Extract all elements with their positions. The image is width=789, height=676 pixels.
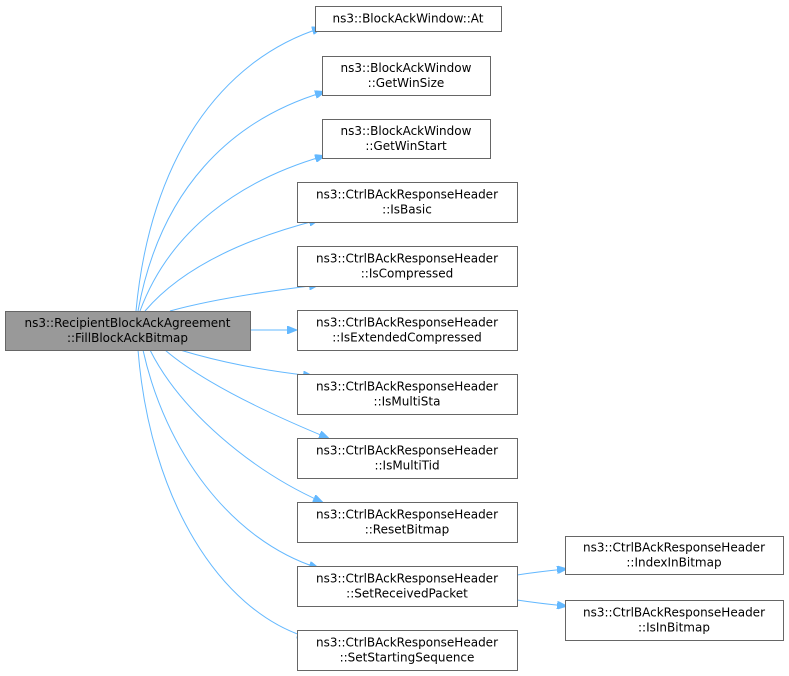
node-label-line: ns3::CtrlBAckResponseHeader (583, 606, 765, 620)
edge-root-n5 (169, 285, 318, 312)
node-label-line: ::SetStartingSequence (340, 651, 475, 665)
nodes-layer: ns3::RecipientBlockAckAgreement::FillBlo… (5, 6, 784, 671)
edge-root-n7 (179, 349, 312, 376)
node-n9[interactable]: ns3::CtrlBAckResponseHeader::ResetBitmap (297, 502, 518, 543)
edge-root-n9 (149, 349, 322, 502)
edge-root-n4 (144, 220, 318, 312)
node-label-line: ns3::CtrlBAckResponseHeader (316, 252, 498, 266)
edge-root-n3 (139, 156, 324, 312)
node-n1[interactable]: ns3::BlockAckWindow::At (315, 6, 502, 32)
root-node[interactable]: ns3::RecipientBlockAckAgreement::FillBlo… (5, 311, 251, 351)
node-label-line: ::IsExtendedCompressed (332, 331, 481, 345)
node-label-line: ns3::CtrlBAckResponseHeader (316, 508, 498, 522)
node-label-line: ns3::CtrlBAckResponseHeader (316, 316, 498, 330)
node-label-line: ::GetWinStart (365, 139, 447, 153)
node-box (297, 310, 518, 351)
node-label-line: ::IsInBitmap (638, 621, 710, 635)
node-label-line: ns3::RecipientBlockAckAgreement (25, 316, 231, 330)
node-box (297, 246, 518, 287)
node-label-line: ::FillBlockAckBitmap (67, 331, 188, 345)
node-label-line: ns3::CtrlBAckResponseHeader (583, 541, 765, 555)
node-box (297, 502, 518, 543)
node-label-line: ::GetWinSize (368, 76, 445, 90)
node-label-line: ::IsBasic (382, 203, 432, 217)
edge-n10-n13 (516, 599, 566, 606)
node-label-line: ns3::BlockAckWindow::At (332, 12, 483, 26)
node-label-line: ns3::CtrlBAckResponseHeader (316, 572, 498, 586)
node-n3[interactable]: ns3::BlockAckWindow::GetWinStart (322, 119, 491, 159)
node-label-line: ::ResetBitmap (365, 523, 450, 537)
edge-root-n11 (137, 349, 306, 637)
node-n11[interactable]: ns3::CtrlBAckResponseHeader::SetStarting… (297, 630, 518, 671)
edge-root-n8 (164, 349, 328, 438)
edge-root-n10 (142, 349, 318, 568)
node-label-line: ns3::CtrlBAckResponseHeader (316, 636, 498, 650)
node-label-line: ns3::CtrlBAckResponseHeader (316, 444, 498, 458)
node-label-line: ::IsMultiSta (374, 395, 441, 409)
node-box (297, 182, 518, 223)
node-n7[interactable]: ns3::CtrlBAckResponseHeader::IsMultiSta (297, 374, 518, 415)
node-box (297, 438, 518, 479)
node-label-line: ns3::BlockAckWindow (341, 124, 472, 138)
node-label-line: ::IsMultiTid (374, 459, 439, 473)
node-box (297, 630, 518, 671)
node-label-line: ns3::CtrlBAckResponseHeader (316, 380, 498, 394)
node-label-line: ns3::BlockAckWindow (341, 61, 472, 75)
node-box (322, 119, 491, 159)
node-n12[interactable]: ns3::CtrlBAckResponseHeader::IndexInBitm… (565, 536, 784, 575)
node-box (5, 311, 251, 351)
node-label-line: ::IsCompressed (361, 267, 453, 281)
node-box (565, 536, 784, 575)
node-label-line: ::IndexInBitmap (626, 556, 721, 570)
node-n10[interactable]: ns3::CtrlBAckResponseHeader::SetReceived… (297, 566, 518, 607)
node-box (297, 566, 518, 607)
node-n6[interactable]: ns3::CtrlBAckResponseHeader::IsExtendedC… (297, 310, 518, 351)
edge-root-n2 (137, 92, 324, 312)
edges-layer (135, 28, 566, 637)
edge-n10-n12 (516, 569, 566, 576)
node-n4[interactable]: ns3::CtrlBAckResponseHeader::IsBasic (297, 182, 518, 223)
node-box (322, 56, 491, 96)
node-n5[interactable]: ns3::CtrlBAckResponseHeader::IsCompresse… (297, 246, 518, 287)
node-n2[interactable]: ns3::BlockAckWindow::GetWinSize (322, 56, 491, 96)
node-box (297, 374, 518, 415)
node-box (315, 6, 502, 32)
node-n8[interactable]: ns3::CtrlBAckResponseHeader::IsMultiTid (297, 438, 518, 479)
node-n13[interactable]: ns3::CtrlBAckResponseHeader::IsInBitmap (565, 600, 784, 641)
node-label-line: ns3::CtrlBAckResponseHeader (316, 188, 498, 202)
node-box (565, 600, 784, 641)
edge-root-n1 (135, 28, 321, 312)
node-label-line: ::SetReceivedPacket (346, 587, 468, 601)
